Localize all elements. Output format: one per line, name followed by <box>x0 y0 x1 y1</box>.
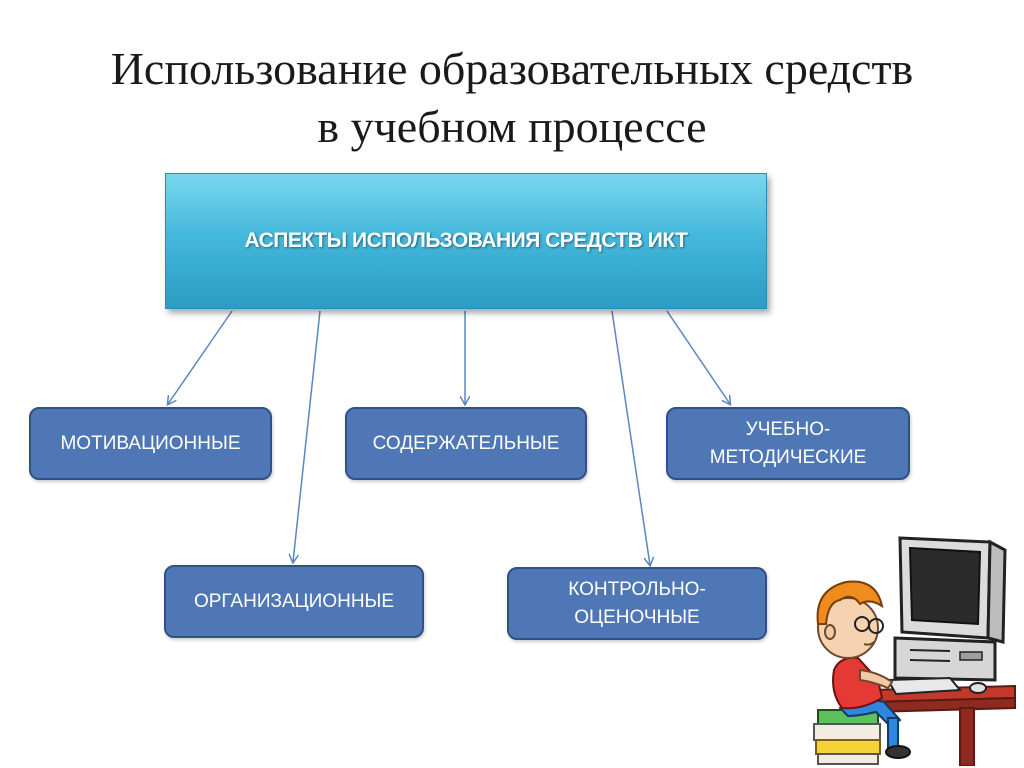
node-organizational-label: ОРГАНИЗАЦИОННЫЕ <box>193 590 395 612</box>
node-control-line-2: ОЦЕНОЧНЫЕ <box>574 606 700 628</box>
arrow-to-motivational <box>168 310 233 404</box>
node-motivational-label: МОТИВАЦИОННЫЕ <box>60 432 241 454</box>
arrow-to-organizational <box>293 310 321 562</box>
node-control-line-1: КОНТРОЛЬНО- <box>568 578 706 600</box>
boy-at-computer-icon <box>813 536 1016 766</box>
slide-title-line-2: в учебном процессе <box>317 101 707 152</box>
node-content: СОДЕРЖАТЕЛЬНЫЕ <box>345 407 587 480</box>
node-motivational: МОТИВАЦИОННЫЕ <box>29 407 272 480</box>
arrow-to-control <box>611 310 650 565</box>
slide-title: Использование образовательных средств в … <box>0 40 1024 156</box>
node-methodical: УЧЕБНО- МЕТОДИЧЕСКИЕ <box>666 407 910 480</box>
node-methodical-line-2: МЕТОДИЧЕСКИЕ <box>709 446 867 468</box>
node-organizational: ОРГАНИЗАЦИОННЫЕ <box>164 565 424 638</box>
root-aspects-label: АСПЕКТЫ ИСПОЛЬЗОВАНИЯ СРЕДСТВ ИКТ <box>244 229 689 252</box>
arrow-to-methodical <box>666 310 730 404</box>
node-control: КОНТРОЛЬНО- ОЦЕНОЧНЫЕ <box>507 567 767 640</box>
node-methodical-line-1: УЧЕБНО- <box>745 418 831 440</box>
node-content-label: СОДЕРЖАТЕЛЬНЫЕ <box>372 432 560 454</box>
root-aspects-box: АСПЕКТЫ ИСПОЛЬЗОВАНИЯ СРЕДСТВ ИКТ <box>165 173 767 309</box>
slide-title-line-1: Использование образовательных средств <box>110 43 914 94</box>
